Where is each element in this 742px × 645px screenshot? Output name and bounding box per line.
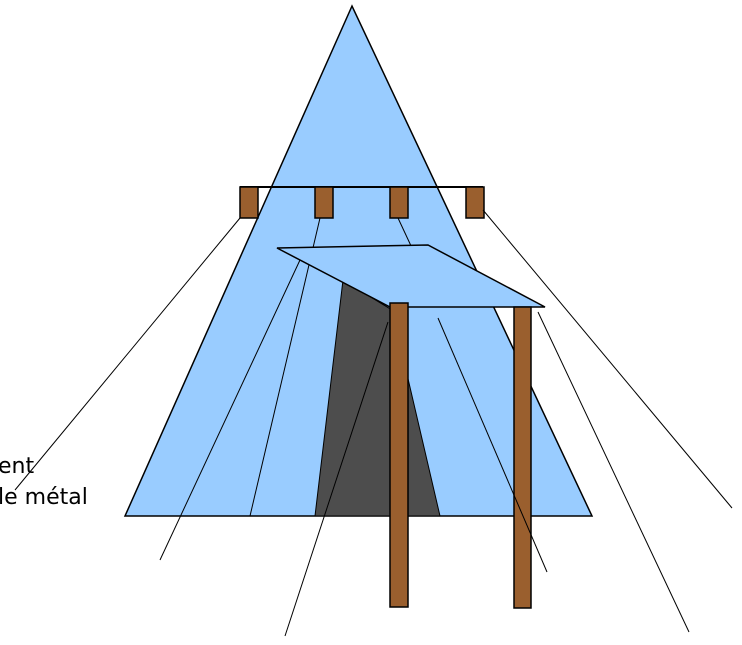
rail-block-2 — [315, 187, 333, 218]
awning-pole-right — [514, 307, 531, 608]
awning-pole-left — [390, 303, 408, 607]
label-metal-partial: le métal — [0, 485, 88, 510]
rail-block-3 — [390, 187, 408, 218]
rail-block-1 — [240, 187, 258, 218]
rail-block-4 — [466, 187, 484, 218]
label-tent-partial: ent — [0, 454, 34, 479]
